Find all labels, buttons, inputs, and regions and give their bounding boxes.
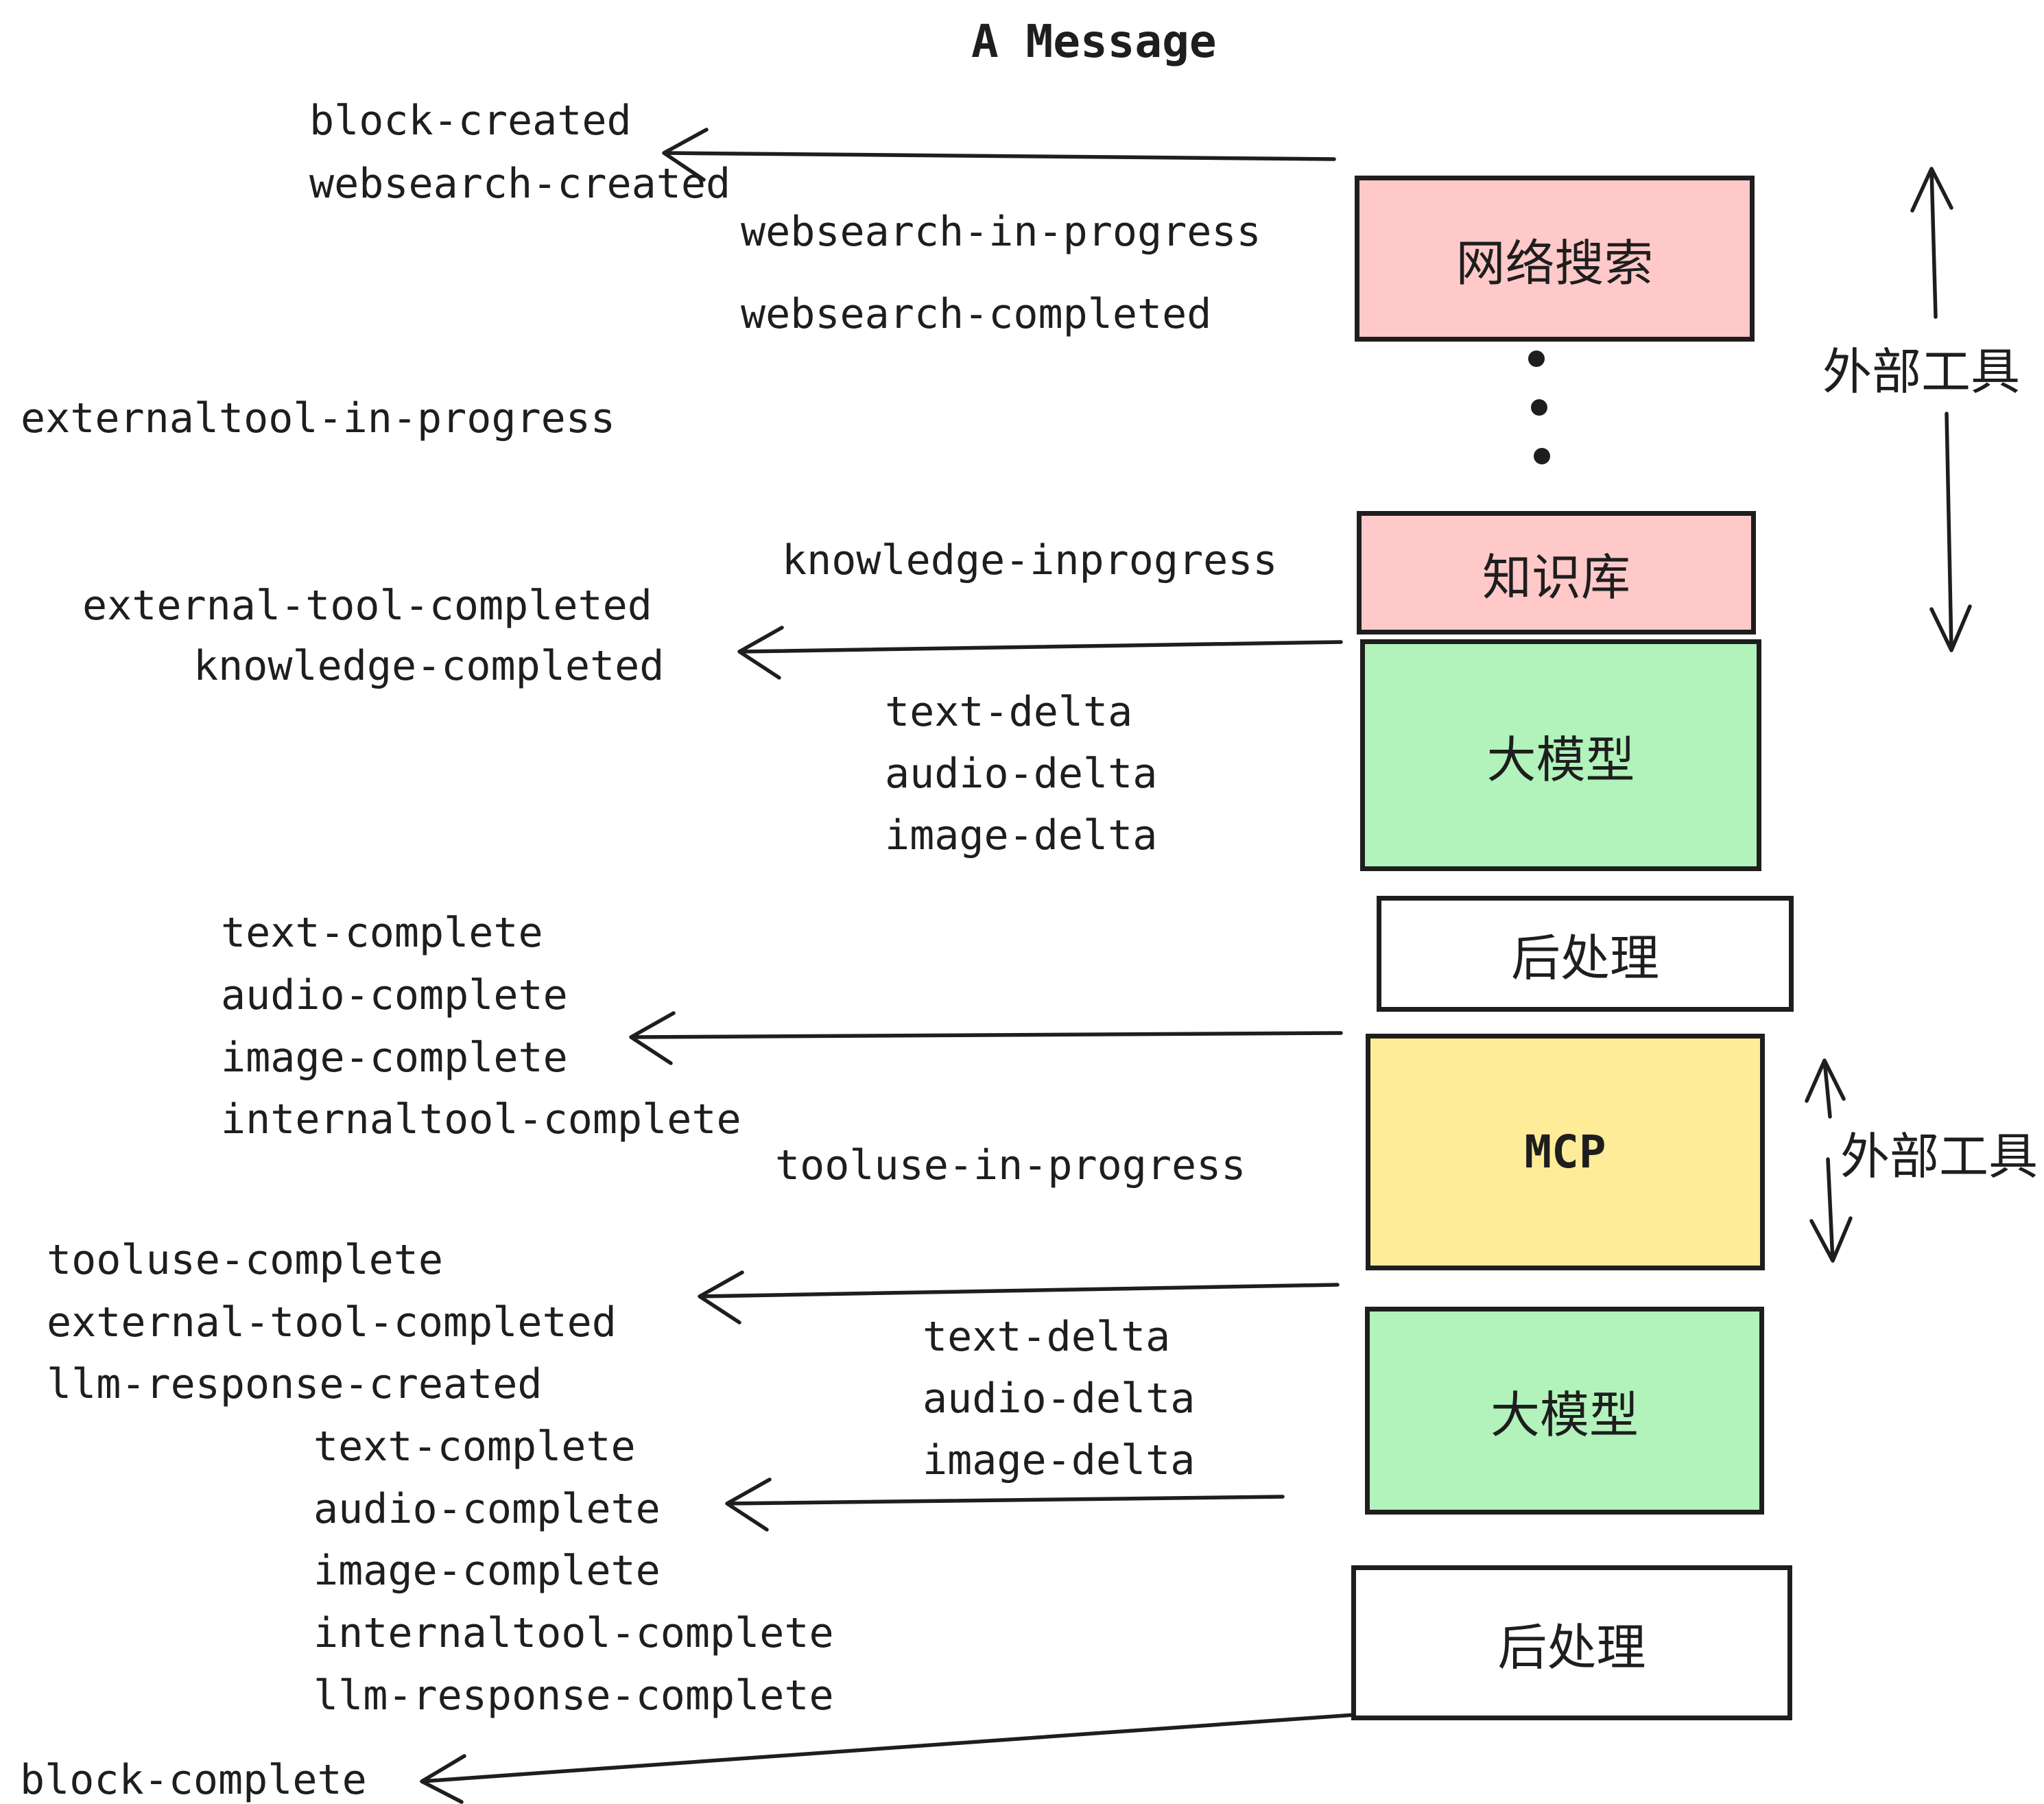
ellipsis-dots-icon: [1528, 351, 1550, 464]
event-knowledge-completed: knowledge-completed: [193, 642, 665, 690]
event-text-complete: text-complete: [221, 909, 543, 957]
box-llm-top-label: 大模型: [1486, 733, 1635, 788]
event-text-delta-2: text-delta: [923, 1313, 1171, 1361]
box-websearch: 网络搜索: [1355, 176, 1755, 342]
event-block-complete: block-complete: [20, 1756, 367, 1804]
event-audio-complete: audio-complete: [221, 971, 568, 1019]
event-tooluse-complete: tooluse-complete: [47, 1236, 443, 1284]
box-mcp: MCP: [1366, 1034, 1765, 1270]
event-audio-delta: audio-delta: [885, 750, 1158, 798]
arrow-to-websearch-created-icon: [662, 128, 1336, 182]
event-audio-complete-2: audio-complete: [313, 1485, 661, 1533]
event-image-delta: image-delta: [885, 811, 1158, 859]
box-postprocess-top-label: 后处理: [1510, 931, 1659, 986]
event-image-complete-2: image-complete: [313, 1547, 661, 1595]
arrow-to-knowledge-completed-icon: [737, 626, 1343, 680]
event-tooluse-in-progress: tooluse-in-progress: [775, 1141, 1246, 1189]
event-image-delta-2: image-delta: [923, 1436, 1196, 1484]
box-postprocess-bottom-label: 后处理: [1497, 1620, 1646, 1676]
box-mcp-label: MCP: [1524, 1126, 1606, 1178]
external-tools-label-lower: 外部工具: [1840, 1130, 2039, 1185]
box-knowledge-label: 知识库: [1482, 550, 1630, 606]
box-postprocess-top: 后处理: [1377, 896, 1794, 1012]
event-llm-response-created: llm-response-created: [47, 1360, 543, 1408]
arrow-to-audio-complete-icon: [725, 1477, 1285, 1532]
event-knowledge-inprogress: knowledge-inprogress: [782, 536, 1278, 584]
arrow-to-block-complete-icon: [420, 1713, 1357, 1804]
event-text-delta: text-delta: [885, 688, 1133, 736]
arrow-to-image-complete-icon: [629, 1011, 1343, 1065]
event-websearch-in-progress: websearch-in-progress: [741, 208, 1261, 256]
event-audio-delta-2: audio-delta: [923, 1375, 1196, 1423]
event-websearch-completed: websearch-completed: [741, 290, 1212, 338]
event-block-created: block-created: [309, 97, 632, 145]
event-external-tool-completed: external-tool-completed: [82, 582, 652, 630]
external-tools-up-arrow-icon: [1910, 167, 1953, 319]
event-websearch-created: websearch-created: [309, 160, 731, 208]
event-text-complete-2: text-complete: [313, 1423, 636, 1471]
box-knowledge: 知识库: [1357, 511, 1756, 634]
event-image-complete: image-complete: [221, 1034, 568, 1082]
event-external-tool-completed-2: external-tool-completed: [47, 1298, 617, 1346]
event-internaltool-complete: internaltool-complete: [221, 1095, 741, 1143]
event-externaltool-in-progress: externaltool-in-progress: [21, 394, 615, 442]
box-llm-bottom: 大模型: [1365, 1307, 1764, 1515]
diagram-title: A Message: [971, 15, 1217, 68]
external-tools-down-arrow-icon: [1929, 412, 1972, 652]
event-llm-response-complete: llm-response-complete: [313, 1672, 834, 1720]
box-postprocess-bottom: 后处理: [1351, 1565, 1792, 1720]
mcp-external-up-arrow-icon: [1805, 1058, 1846, 1119]
box-websearch-label: 网络搜索: [1455, 236, 1654, 292]
event-internaltool-complete-2: internaltool-complete: [313, 1609, 834, 1657]
box-llm-bottom-label: 大模型: [1490, 1388, 1639, 1443]
external-tools-label-upper: 外部工具: [1822, 345, 2021, 400]
box-llm-top: 大模型: [1360, 639, 1761, 871]
